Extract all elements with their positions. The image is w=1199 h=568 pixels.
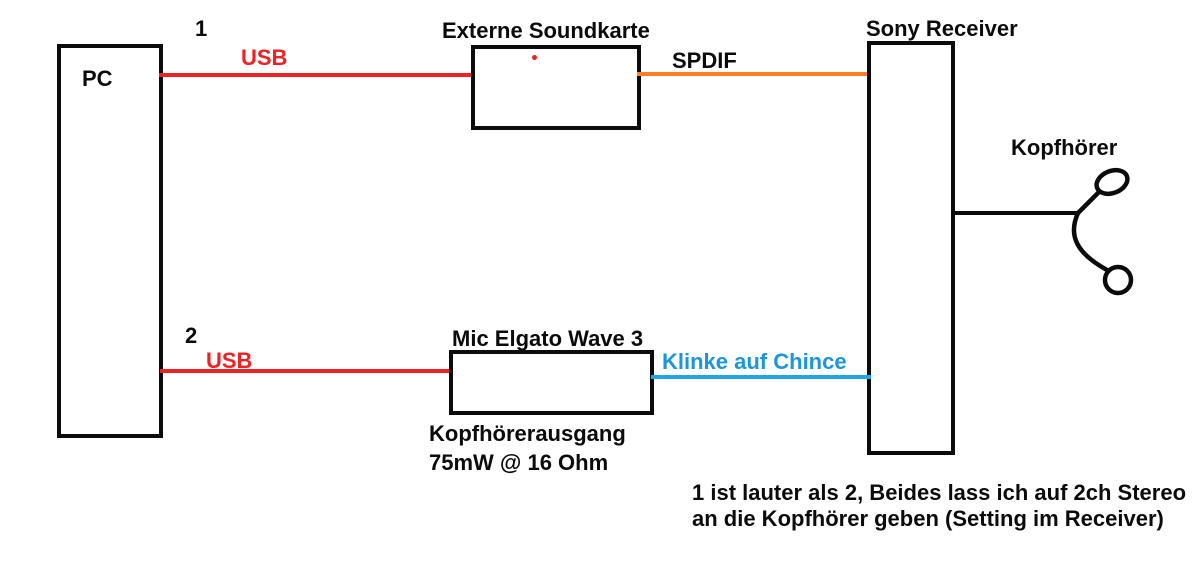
headphones-label: Kopfhörer xyxy=(1011,135,1118,160)
mic-caption-line1: Kopfhörerausgang xyxy=(429,421,626,446)
stray-red-dot xyxy=(532,55,537,60)
cinch-wire xyxy=(651,375,871,379)
usb1-wire xyxy=(159,73,473,77)
soundcard-box xyxy=(471,45,641,130)
connection-2-usb-label: USB xyxy=(206,348,253,373)
pc-box xyxy=(57,44,163,438)
cinch-label: Klinke auf Chince xyxy=(662,349,847,374)
headphone-cable-wire xyxy=(951,211,1079,215)
receiver-box xyxy=(867,41,955,455)
usb2-wire xyxy=(160,369,451,373)
soundcard-title: Externe Soundkarte xyxy=(442,18,650,43)
pc-label: PC xyxy=(82,66,113,91)
note-line-2: an die Kopfhörer geben (Setting im Recei… xyxy=(692,506,1164,531)
connection-2-number: 2 xyxy=(185,323,198,348)
receiver-title: Sony Receiver xyxy=(866,16,1018,41)
headphones-icon xyxy=(1071,167,1134,296)
note-line-1: 1 ist lauter als 2, Beides lass ich auf … xyxy=(692,480,1187,505)
connection-1-usb-label: USB xyxy=(241,45,288,70)
mic-box xyxy=(449,350,654,415)
spdif-wire xyxy=(637,72,870,76)
connection-1-number: 1 xyxy=(195,16,208,41)
mic-title: Mic Elgato Wave 3 xyxy=(452,326,644,351)
spdif-label: SPDIF xyxy=(672,48,737,73)
mic-caption-line2: 75mW @ 16 Ohm xyxy=(429,450,609,475)
